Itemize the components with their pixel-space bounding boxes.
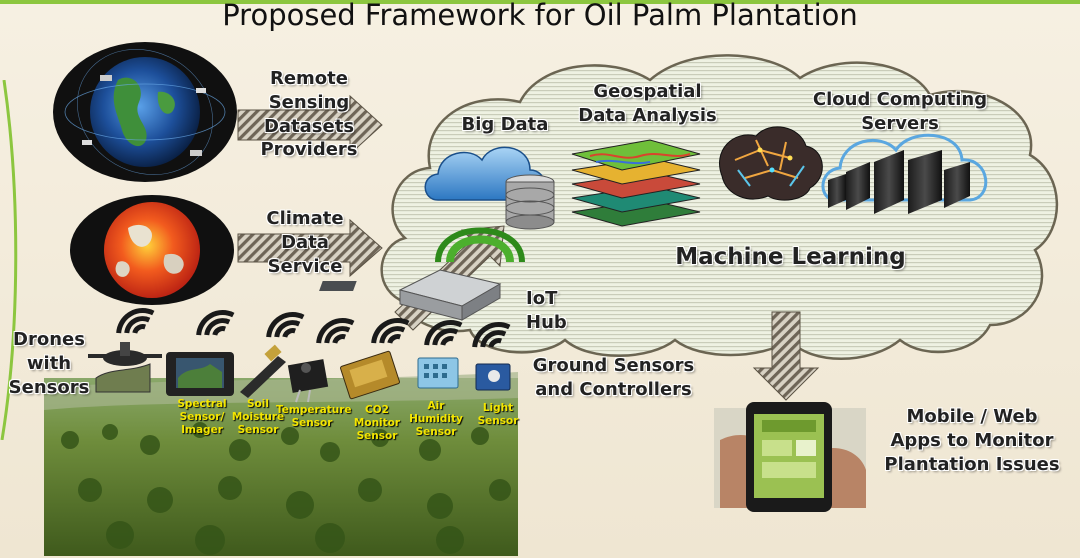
spectral-imager-icon — [166, 352, 234, 396]
side-accent-curve — [0, 80, 18, 440]
mobile-app-photo — [714, 402, 866, 512]
geospatial-layers-icon — [571, 139, 701, 227]
page-title: Proposed Framework for Oil Palm Plantati… — [222, 0, 858, 32]
arrow-cloud-to-mobile — [752, 311, 820, 401]
climate-globe-icon — [70, 195, 234, 305]
wireless-signal-icons — [116, 308, 511, 348]
arrow-remote-to-cloud — [237, 94, 383, 156]
iot-router-icon — [319, 227, 525, 321]
machine-learning-label: Machine Learning — [675, 244, 906, 270]
soil-moisture-sensor-icon — [240, 344, 286, 398]
plantation-field-image — [44, 372, 518, 556]
co2-sensor-icon — [340, 350, 400, 400]
satellite-globe-icon — [53, 42, 237, 182]
big-data-icon — [424, 146, 555, 230]
light-sensor-icon — [475, 363, 511, 391]
cloud-outline — [380, 54, 1059, 360]
arrow-climate-to-cloud — [237, 218, 383, 278]
drone-icon — [88, 342, 162, 393]
cloud-servers-icon — [821, 133, 988, 214]
ai-brain-icon — [719, 126, 823, 201]
humidity-sensor-icon — [417, 357, 459, 389]
top-accent-bar — [0, 0, 1080, 4]
temperature-sensor-icon — [287, 359, 329, 403]
big-data-label: Big Data — [461, 114, 549, 135]
